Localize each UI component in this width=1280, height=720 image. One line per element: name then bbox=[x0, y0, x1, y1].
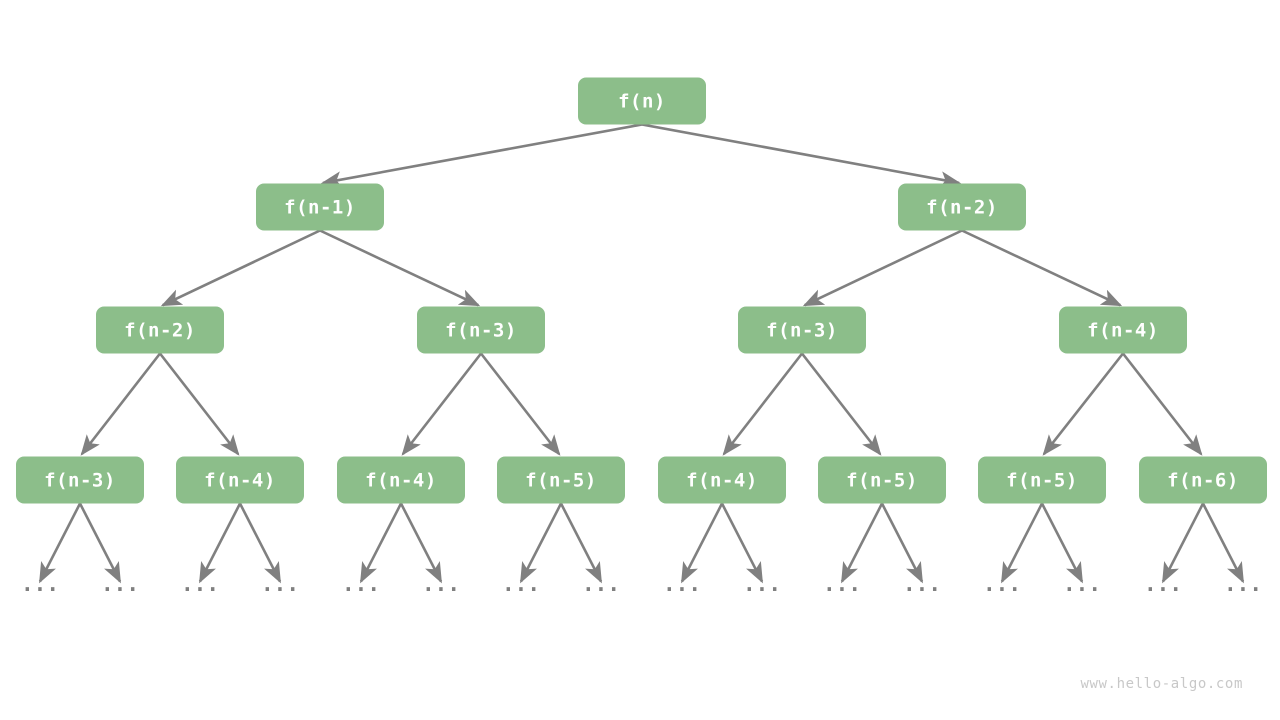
node-label: f(n-5) bbox=[1006, 470, 1078, 492]
leaf-edge bbox=[519, 502, 563, 584]
node-label: f(n-2) bbox=[926, 197, 998, 219]
leaf-edge bbox=[1161, 502, 1205, 584]
tree-node[interactable]: f(n-1) bbox=[256, 183, 384, 231]
tree-node[interactable]: f(n-4) bbox=[176, 456, 304, 504]
leaf-edge bbox=[559, 502, 603, 584]
node-label: f(n-4) bbox=[686, 470, 758, 492]
tree-node[interactable]: f(n) bbox=[578, 77, 706, 125]
tree-edge bbox=[479, 352, 561, 456]
node-label: f(n-2) bbox=[124, 320, 196, 342]
tree-edge bbox=[1121, 352, 1203, 456]
leaf-edge bbox=[840, 502, 884, 584]
node-label: f(n-4) bbox=[365, 470, 437, 492]
node-background bbox=[497, 456, 625, 504]
tree-node[interactable]: f(n-3) bbox=[738, 306, 866, 354]
node-label: f(n-4) bbox=[1087, 320, 1159, 342]
node-background bbox=[578, 77, 706, 125]
ellipsis-label: ... bbox=[181, 572, 219, 596]
node-label: f(n-5) bbox=[525, 470, 597, 492]
leaf-edge bbox=[1201, 502, 1245, 584]
node-label: f(n-3) bbox=[766, 320, 838, 342]
ellipsis-label: ... bbox=[422, 572, 460, 596]
ellipsis-label: ... bbox=[663, 572, 701, 596]
tree-node[interactable]: f(n-4) bbox=[337, 456, 465, 504]
ellipsis-label: ... bbox=[101, 572, 139, 596]
node-label: f(n-6) bbox=[1167, 470, 1239, 492]
node-background bbox=[417, 306, 545, 354]
leaf-edge bbox=[720, 502, 764, 584]
node-label: f(n-1) bbox=[284, 197, 356, 219]
node-background bbox=[96, 306, 224, 354]
ellipsis-label: ... bbox=[261, 572, 299, 596]
node-background bbox=[658, 456, 786, 504]
tree-edge bbox=[320, 123, 643, 188]
leaf-edge bbox=[1000, 502, 1044, 584]
leaf-edge bbox=[1040, 502, 1084, 584]
tree-edge bbox=[158, 352, 240, 456]
ellipsis-label: ... bbox=[1224, 572, 1262, 596]
node-label: f(n-3) bbox=[44, 470, 116, 492]
node-label: f(n) bbox=[618, 91, 666, 113]
leaf-edge bbox=[359, 502, 403, 584]
edges-layer bbox=[80, 123, 1203, 456]
tree-edge bbox=[802, 229, 963, 307]
tree-edge bbox=[319, 229, 481, 307]
ellipsis-label: ... bbox=[582, 572, 620, 596]
leaf-edge bbox=[78, 502, 122, 584]
node-background bbox=[256, 183, 384, 231]
leaf-edge bbox=[880, 502, 924, 584]
node-background bbox=[16, 456, 144, 504]
ellipsis-label: ... bbox=[823, 572, 861, 596]
leaf-edge bbox=[38, 502, 82, 584]
node-background bbox=[898, 183, 1026, 231]
tree-node[interactable]: f(n-2) bbox=[898, 183, 1026, 231]
tree-node[interactable]: f(n-6) bbox=[1139, 456, 1267, 504]
tree-edge bbox=[1042, 352, 1125, 456]
node-background bbox=[738, 306, 866, 354]
tree-node[interactable]: f(n-5) bbox=[978, 456, 1106, 504]
node-background bbox=[337, 456, 465, 504]
tree-edge bbox=[722, 352, 804, 456]
leaf-edge bbox=[399, 502, 443, 584]
leaf-edge bbox=[238, 502, 282, 584]
tree-node[interactable]: f(n-3) bbox=[16, 456, 144, 504]
ellipsis-label: ... bbox=[342, 572, 380, 596]
node-label: f(n-5) bbox=[846, 470, 918, 492]
tree-edge bbox=[800, 352, 882, 456]
ellipsis-label: ... bbox=[983, 572, 1021, 596]
node-label: f(n-3) bbox=[445, 320, 517, 342]
leaf-edge bbox=[198, 502, 242, 584]
tree-node[interactable]: f(n-4) bbox=[1059, 306, 1187, 354]
tree-edge bbox=[80, 352, 162, 456]
ellipsis-label: ... bbox=[502, 572, 540, 596]
tree-node[interactable]: f(n-3) bbox=[417, 306, 545, 354]
node-background bbox=[978, 456, 1106, 504]
tree-edge bbox=[641, 123, 962, 188]
tree-edge bbox=[961, 229, 1123, 307]
leaf-stubs-layer: ........................................… bbox=[21, 502, 1262, 596]
tree-node[interactable]: f(n-2) bbox=[96, 306, 224, 354]
ellipsis-label: ... bbox=[1144, 572, 1182, 596]
ellipsis-label: ... bbox=[21, 572, 59, 596]
watermark: www.hello-algo.com bbox=[1080, 676, 1243, 692]
tree-node[interactable]: f(n-5) bbox=[818, 456, 946, 504]
ellipsis-label: ... bbox=[743, 572, 781, 596]
ellipsis-label: ... bbox=[1063, 572, 1101, 596]
tree-edge bbox=[160, 229, 321, 307]
node-background bbox=[176, 456, 304, 504]
nodes-layer: f(n) f(n-1) f(n-2) f(n-2) f(n-3) f(n-3) f(n-4)… bbox=[16, 77, 1267, 504]
tree-node[interactable]: f(n-5) bbox=[497, 456, 625, 504]
node-background bbox=[1059, 306, 1187, 354]
ellipsis-label: ... bbox=[903, 572, 941, 596]
node-background bbox=[1139, 456, 1267, 504]
node-background bbox=[818, 456, 946, 504]
tree-edge bbox=[401, 352, 483, 456]
tree-node[interactable]: f(n-4) bbox=[658, 456, 786, 504]
node-label: f(n-4) bbox=[204, 470, 276, 492]
leaf-edge bbox=[680, 502, 724, 584]
